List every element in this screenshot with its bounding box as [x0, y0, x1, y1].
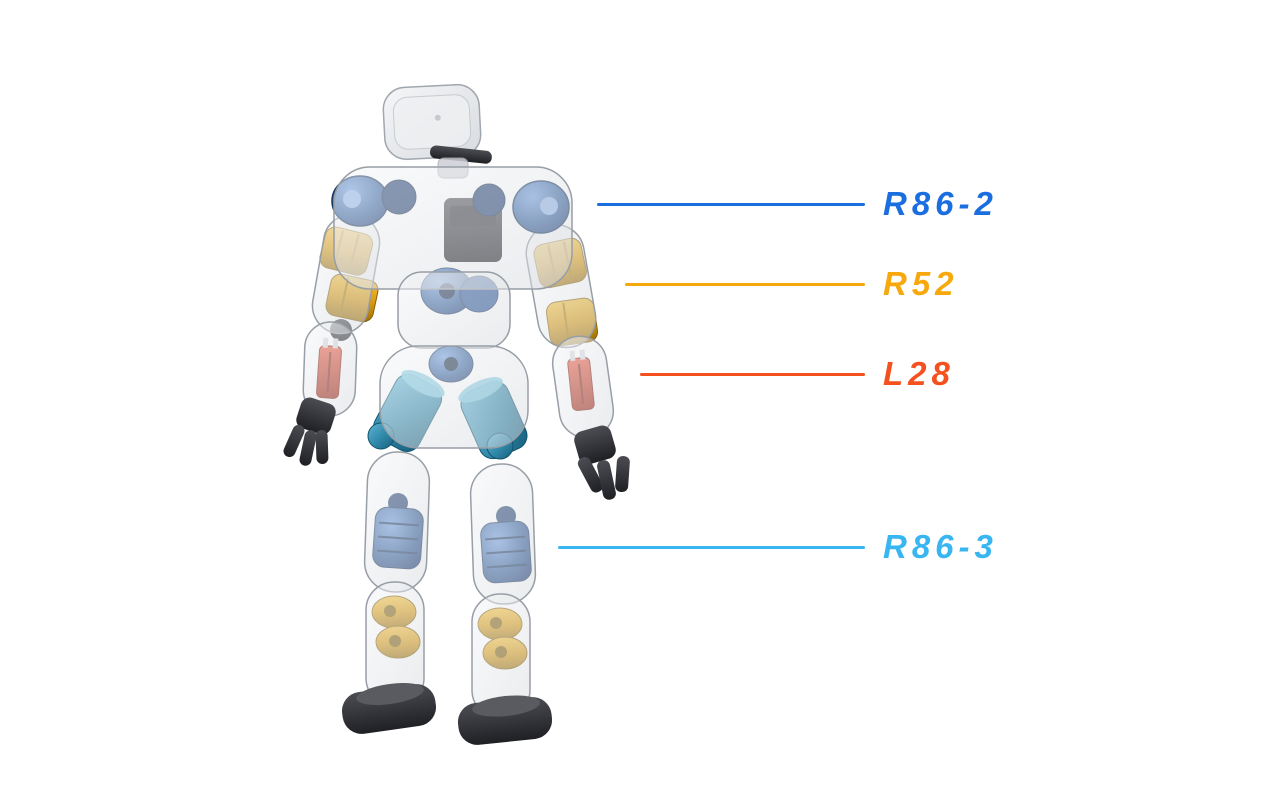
torso-shell [333, 166, 573, 349]
left-leg [363, 451, 431, 707]
left-thigh-shell [363, 451, 431, 593]
left-hand [283, 397, 336, 466]
right-forearm-shell [551, 335, 615, 439]
robot-head [382, 83, 482, 161]
right-foot [457, 695, 553, 745]
pelvis-shell [379, 345, 529, 449]
right-thigh-shell [469, 463, 537, 605]
right-hand [574, 425, 630, 500]
left-foot [341, 683, 437, 734]
right-leg [469, 463, 537, 719]
